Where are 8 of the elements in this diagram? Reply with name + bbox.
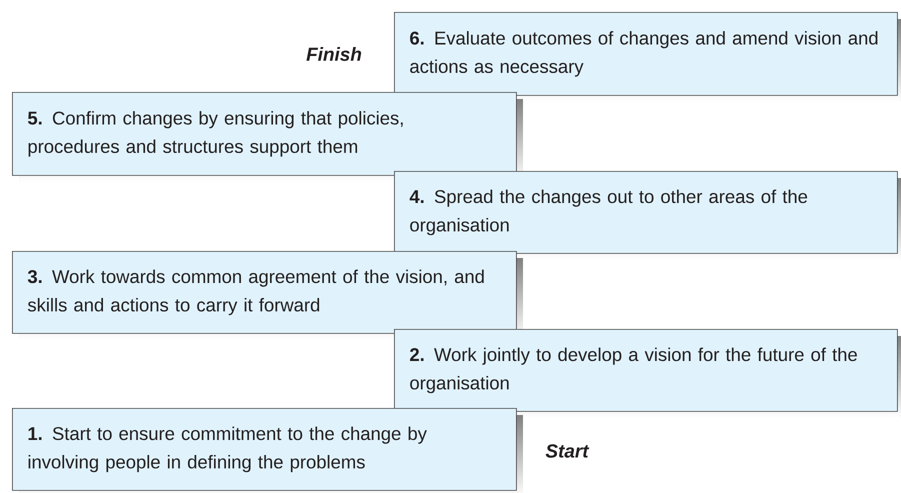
step-box: 5. Confirm changes by ensuring that policies, procedures and structures support them	[12, 92, 523, 182]
step-box: 6. Evaluate outcomes of changes and amend vision and actions as necessary	[394, 12, 901, 102]
step-box: 2. Work jointly to develop a vision for the future of the organisation	[394, 328, 901, 418]
step-box: 3. Work towards common agreement of the vision, and skills and actions to carry it forward	[12, 250, 523, 340]
step-box: 4. Spread the changes out to other areas of the organisation	[394, 170, 901, 260]
step-label: Finish	[306, 47, 362, 61]
step-label: Start	[546, 444, 590, 458]
step-box: 1. Start to ensure commitment to the change by involving people in defining the problems	[12, 408, 523, 493]
